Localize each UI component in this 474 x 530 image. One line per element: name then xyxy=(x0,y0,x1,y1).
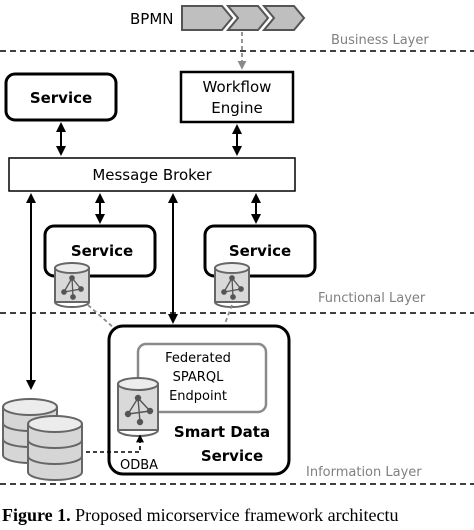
business-layer-label: Business Layer xyxy=(331,33,429,48)
figure-caption-text: Proposed micorservice framework architec… xyxy=(70,505,399,525)
service-top-box xyxy=(4,72,118,122)
odba-mapping-arrow xyxy=(86,434,144,453)
federated-endpoint-label-line3: Endpoint xyxy=(169,389,227,404)
federated-endpoint-label-line1: Federated xyxy=(165,351,231,366)
message-broker-box xyxy=(8,157,296,192)
figure-caption-label: Figure 1. xyxy=(2,505,71,525)
information-layer-label: Information Layer xyxy=(306,465,422,480)
message-broker-label: Message Broker xyxy=(92,166,212,184)
relational-database-stack-icon xyxy=(2,398,83,481)
service-right-database-icon xyxy=(214,262,250,308)
bpmn-label: BPMN xyxy=(130,10,174,28)
functional-layer-label: Functional Layer xyxy=(318,291,426,306)
workflow-engine-box xyxy=(179,70,295,124)
figure-caption: Figure 1. Proposed micorservice framewor… xyxy=(2,500,474,530)
service-right-label: Service xyxy=(229,242,291,260)
odba-label: ODBA xyxy=(120,458,158,473)
workflow-engine-label-line2: Engine xyxy=(211,99,262,117)
service-left-database-icon xyxy=(54,262,90,308)
service-top-label: Service xyxy=(30,89,92,107)
left-db-to-endpoint-arrow xyxy=(87,304,134,346)
federated-endpoint-label-line2: SPARQL xyxy=(173,370,224,385)
workflow-engine-label-line1: Workflow xyxy=(203,78,272,96)
smart-data-service-label-line1: Smart Data xyxy=(174,423,270,441)
chevron-process-icon xyxy=(181,5,306,31)
service-left-label: Service xyxy=(71,242,133,260)
smart-data-service-label-line2: Service xyxy=(201,447,263,465)
smart-data-database-icon xyxy=(117,377,159,437)
